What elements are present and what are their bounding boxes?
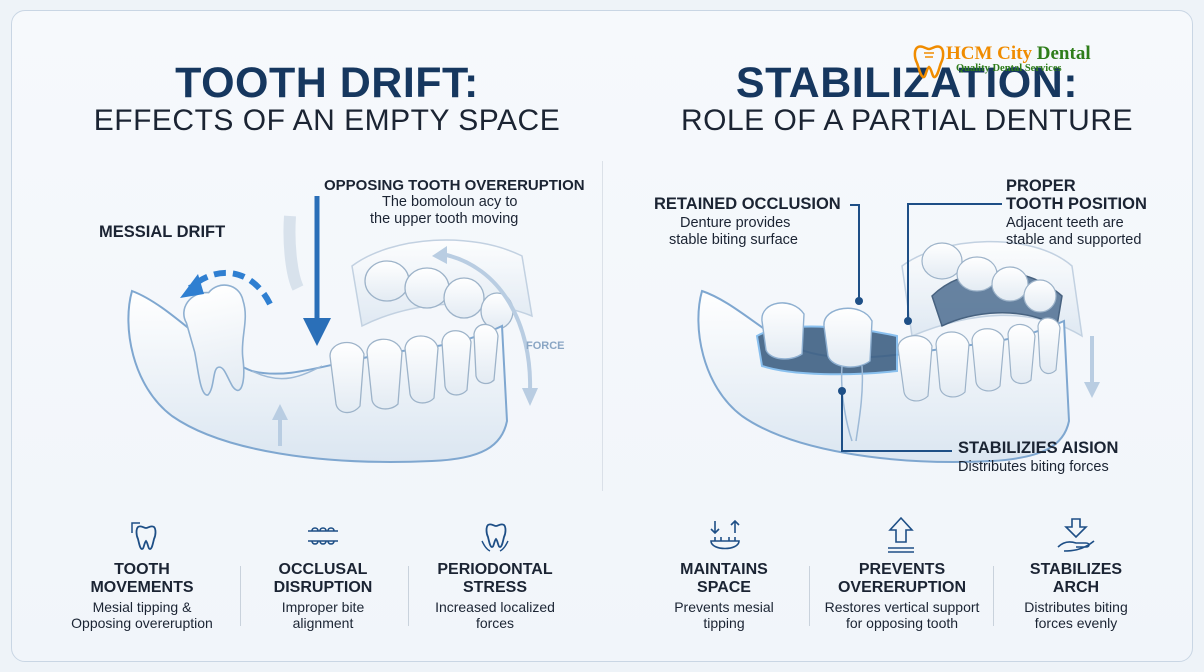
- occlusal-disruption-icon: [308, 527, 338, 545]
- denture-teeth: [761, 302, 873, 368]
- brand-logo: HCM City Dental Quality Dental Services: [912, 41, 1091, 86]
- right-jaw-illustration: [697, 240, 1100, 463]
- periodontal-stress-icon: [481, 523, 509, 552]
- tooth-movement-icon: [131, 522, 157, 550]
- proper-title-2: TOOTH POSITION: [1006, 195, 1147, 213]
- left-jaw-illustration: [127, 196, 538, 463]
- prevents-overeruption-icon: [888, 516, 914, 553]
- left-title: TOOTH DRIFT:: [175, 59, 479, 107]
- retained-occlusion-title: RETAINED OCCLUSION: [654, 195, 841, 213]
- retained-line2: stable biting surface: [669, 232, 798, 248]
- panel-divider: [602, 161, 603, 491]
- force-arrow: [441, 252, 533, 392]
- retained-line1: Denture provides: [680, 215, 791, 231]
- force-label: FORCE: [526, 340, 565, 352]
- overeruption-line2: the upper tooth moving: [370, 211, 519, 227]
- maintains-space-icon: [710, 519, 740, 550]
- stabilization-line1: Distributes biting forces: [958, 459, 1109, 475]
- proper-line1: Adjacent teeth are: [1006, 215, 1124, 231]
- lower-teeth: [329, 323, 499, 414]
- stabilizes-arch-icon: [1057, 518, 1095, 552]
- upper-teeth: [364, 260, 514, 330]
- stabilization-title: STABILIZIES AISION: [958, 439, 1119, 457]
- overeruption-line1: The bomoloun acy to: [382, 194, 518, 210]
- natural-teeth-right: [897, 317, 1061, 402]
- right-title: STABILIZATION:: [735, 59, 1079, 107]
- proper-line2: stable and supported: [1006, 232, 1142, 248]
- tipped-molar: [183, 284, 247, 396]
- callout-lines: [838, 203, 1002, 452]
- left-subtitle: EFFECTS OF AN EMPTY SPACE: [93, 104, 561, 137]
- infographic-card: TOOTH DRIFT: EFFECTS OF AN EMPTY SPACE S…: [11, 10, 1193, 662]
- tooth-logo-icon: [913, 45, 945, 79]
- overeruption-title: OPPOSING TOOTH OVERERUPTION: [324, 177, 585, 194]
- messial-drift-label: MESSIAL DRIFT: [99, 223, 226, 241]
- proper-title-1: PROPER: [1006, 177, 1076, 195]
- right-subtitle: ROLE OF A PARTIAL DENTURE: [680, 104, 1134, 137]
- brand-name: HCM City Dental: [946, 43, 1091, 64]
- brand-tagline: Quality Dental Services: [956, 63, 1062, 74]
